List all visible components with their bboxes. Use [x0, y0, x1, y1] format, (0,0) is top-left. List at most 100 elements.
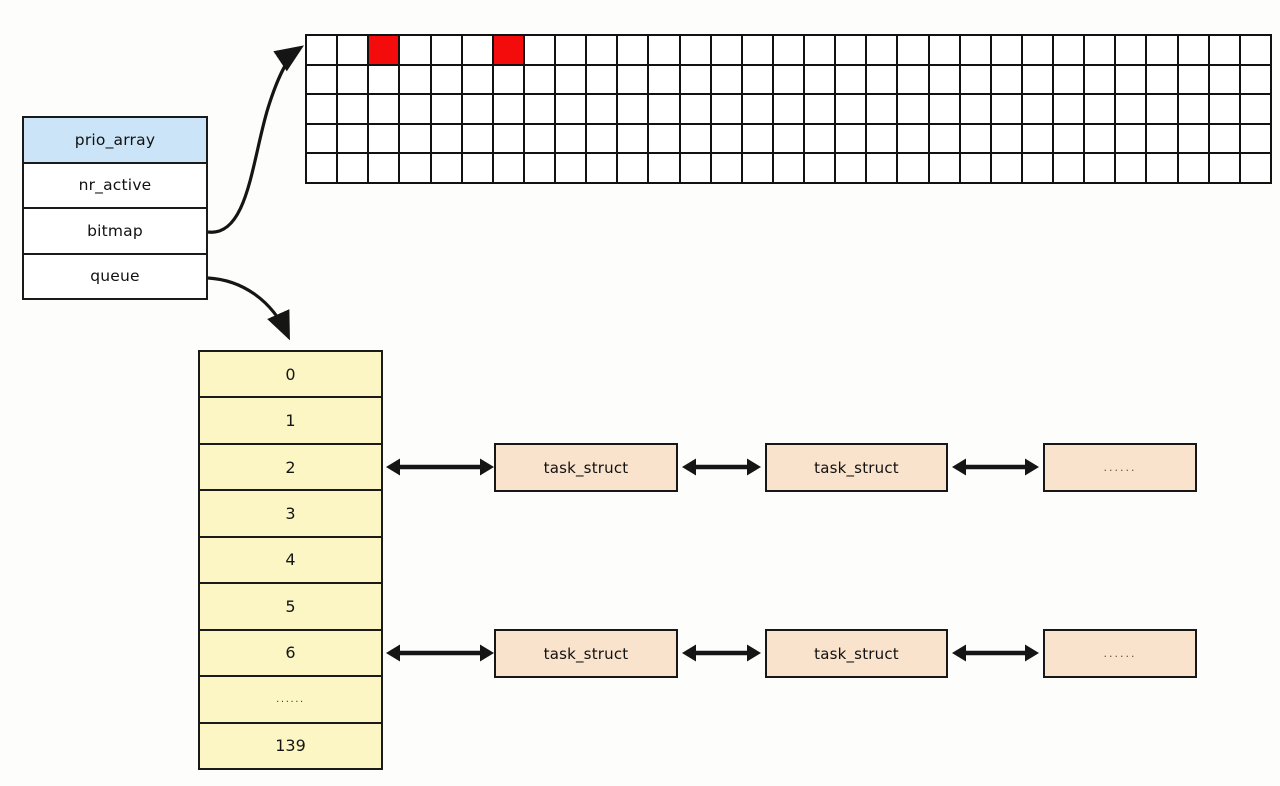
bitmap-cell: [1147, 154, 1179, 182]
bitmap-cell: [649, 65, 681, 94]
queue-slot: 3: [200, 491, 381, 538]
bitmap-cell: [898, 124, 930, 153]
bitmap-cell: [462, 36, 494, 64]
bitmap-cell: [711, 65, 743, 94]
bitmap-row: [307, 65, 1270, 96]
bitmap-cell: [400, 36, 432, 64]
bitmap-cell: [805, 124, 837, 153]
struct-field-queue: queue: [24, 254, 206, 298]
bitmap-cell: [960, 36, 992, 64]
bitmap-cell: [742, 124, 774, 153]
bitmap-cell: [1116, 124, 1148, 153]
bitmap-cell: [369, 154, 401, 182]
bitmap-cell: [680, 154, 712, 182]
bitmap-cell: [1240, 36, 1270, 64]
bitmap-cell: [1085, 65, 1117, 94]
task-struct-node: task_struct: [765, 443, 948, 492]
bitmap-cell: [1147, 65, 1179, 94]
bitmap-cell-set: [493, 36, 525, 64]
bitmap-cell: [307, 65, 339, 94]
queue-slot-label: 4: [285, 550, 296, 570]
bitmap-cell: [680, 124, 712, 153]
bitmap-cell: [649, 154, 681, 182]
bitmap-cell: [1178, 124, 1210, 153]
queue-to-array-connector: [207, 276, 290, 341]
bitmap-cell: [307, 95, 339, 123]
bitmap-cell: [1178, 36, 1210, 64]
bitmap-cell: [1178, 154, 1210, 182]
queue-slot: ......: [200, 677, 381, 724]
bitmap-cell: [462, 124, 494, 153]
struct-field-nr-active: nr_active: [24, 163, 206, 209]
bitmap-cell: [991, 65, 1023, 94]
bitmap-cell: [1147, 36, 1179, 64]
bitmap-cell: [867, 95, 899, 123]
queue-slot-label: 5: [285, 596, 296, 616]
bitmap-cell: [836, 95, 868, 123]
bitmap-cell: [400, 95, 432, 123]
bitmap-grid: [305, 34, 1272, 184]
bitmap-cell: [556, 154, 588, 182]
bitmap-cell: [711, 154, 743, 182]
bitmap-cell: [556, 65, 588, 94]
bitmap-cell: [1240, 65, 1270, 94]
bitmap-cell: [369, 65, 401, 94]
bidirectional-link-arrow: [952, 458, 1039, 476]
bitmap-cell: [307, 36, 339, 64]
bitmap-cell: [1209, 124, 1241, 153]
bitmap-cell: [1116, 36, 1148, 64]
struct-field-bitmap: bitmap: [24, 209, 206, 255]
bitmap-cell: [338, 95, 370, 123]
bitmap-cell: [1209, 65, 1241, 94]
bitmap-cell: [867, 36, 899, 64]
bitmap-cell: [307, 154, 339, 182]
task-struct-node: task_struct: [765, 629, 948, 678]
bitmap-cell: [1085, 36, 1117, 64]
bitmap-cell: [680, 65, 712, 94]
bitmap-cell: [649, 36, 681, 64]
bitmap-cell: [1022, 154, 1054, 182]
bitmap-cell: [1147, 95, 1179, 123]
bitmap-cell: [1116, 154, 1148, 182]
bitmap-cell: [338, 36, 370, 64]
bitmap-cell: [1022, 95, 1054, 123]
bitmap-cell: [587, 36, 619, 64]
bitmap-cell: [867, 65, 899, 94]
bitmap-cell: [524, 154, 556, 182]
bitmap-cell: [649, 95, 681, 123]
bitmap-cell: [1178, 95, 1210, 123]
bitmap-cell: [773, 36, 805, 64]
queue-slot-label: 2: [285, 457, 296, 477]
task-struct-node: task_struct: [494, 443, 678, 492]
bitmap-cell: [587, 124, 619, 153]
bitmap-cell: [991, 95, 1023, 123]
queue-slot: 139: [200, 723, 381, 768]
bitmap-row: [307, 124, 1270, 155]
bitmap-cell: [493, 154, 525, 182]
bitmap-cell: [618, 65, 650, 94]
bitmap-cell: [929, 65, 961, 94]
bitmap-cell: [742, 154, 774, 182]
bitmap-cell: [1147, 124, 1179, 153]
bitmap-cell: [836, 124, 868, 153]
bitmap-cell: [836, 154, 868, 182]
task-struct-label: ......: [1103, 461, 1137, 474]
bitmap-cell: [1116, 95, 1148, 123]
bitmap-cell: [1178, 65, 1210, 94]
bitmap-cell: [773, 95, 805, 123]
bitmap-cell: [338, 154, 370, 182]
task-struct-label: task_struct: [543, 458, 629, 477]
task-struct-label: ......: [1103, 647, 1137, 660]
bitmap-cell: [867, 124, 899, 153]
struct-field-label: bitmap: [87, 221, 143, 240]
bitmap-cell: [462, 154, 494, 182]
bitmap-cell: [867, 154, 899, 182]
prio-array-struct-box: prio_array nr_active bitmap queue: [22, 116, 208, 300]
bitmap-cell: [462, 65, 494, 94]
bitmap-cell: [773, 154, 805, 182]
bitmap-cell: [1085, 124, 1117, 153]
bitmap-cell: [836, 65, 868, 94]
bitmap-cell: [431, 124, 463, 153]
